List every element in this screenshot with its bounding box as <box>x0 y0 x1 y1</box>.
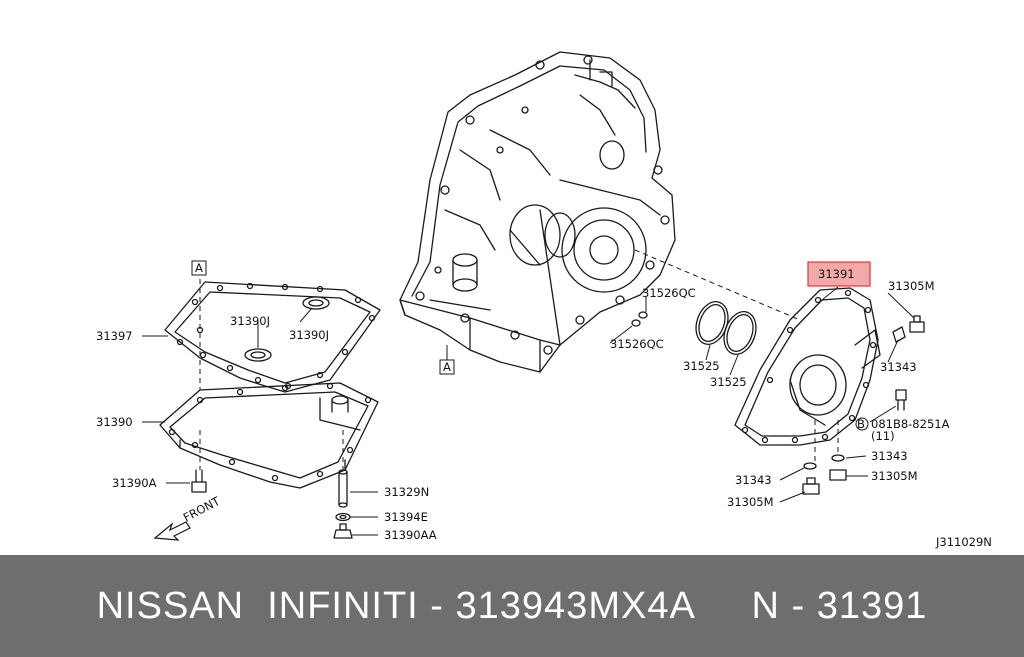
magnet-31390j-a <box>302 296 330 310</box>
label-31390a: 31390A <box>112 476 157 490</box>
transmission-case <box>399 51 676 373</box>
ref-label-a-top: A <box>195 261 203 275</box>
washer-31343-b <box>831 454 845 462</box>
label-31390aa: 31390AA <box>384 528 437 542</box>
label-31525-a: 31525 <box>683 359 720 373</box>
bolt-081b8 <box>895 389 907 411</box>
part-caption-bar: NISSAN INFINITI - 313943MX4A N - 31391 <box>0 555 1024 657</box>
label-31343-a: 31343 <box>880 360 917 374</box>
label-31397: 31397 <box>96 329 133 343</box>
label-31390j-a: 31390J <box>230 314 270 328</box>
ref-box-a-top <box>191 260 207 276</box>
plug-31305m-c <box>802 477 820 495</box>
label-31305m-a: 31305M <box>888 279 935 293</box>
label-31526qc-a: 31526QC <box>642 286 696 300</box>
washer-31394e <box>335 512 351 522</box>
leader-lines <box>142 286 915 536</box>
o-ring-31526qc-b <box>631 319 641 327</box>
bolt-31390a <box>191 469 207 493</box>
label-31343-c: 31343 <box>735 473 772 487</box>
washer-31343-c <box>803 462 817 470</box>
o-ring-31526qc-a <box>638 311 648 319</box>
label-31525-b: 31525 <box>710 375 747 389</box>
label-31390j-b: 31390J <box>289 328 329 342</box>
label-31526qc-b: 31526QC <box>610 337 664 351</box>
label-31329n: 31329N <box>384 485 429 499</box>
parts-diagram: 31397 31390 31390A 31390J 31390J 31329N … <box>96 51 992 549</box>
oil-pan-gasket <box>164 281 381 393</box>
plug-31305m-b <box>829 469 847 481</box>
plug-31305m-a <box>909 315 925 333</box>
label-081b8: 081B8-8251A <box>871 417 950 431</box>
exploded-view-drawing: 31397 31390 31390A 31390J 31390J 31329N … <box>96 51 992 549</box>
b-circle-icon <box>855 417 869 431</box>
diagram-code: J311029N <box>935 535 992 549</box>
label-081b8-qty: (11) <box>871 429 895 443</box>
label-31343-b: 31343 <box>871 449 908 463</box>
label-b-circle: B <box>857 417 865 431</box>
ref-label-a-main: A <box>443 360 451 374</box>
label-31305m-c: 31305M <box>727 495 774 509</box>
front-arrow-icon <box>153 521 191 541</box>
assembly-lines <box>199 249 839 470</box>
drain-plug-31390aa <box>333 523 353 539</box>
tube-31329n <box>338 469 348 508</box>
highlight-box-31391 <box>807 261 871 287</box>
label-31391: 31391 <box>818 267 855 281</box>
label-31390: 31390 <box>96 415 133 429</box>
seal-ring-31525-b <box>723 311 757 355</box>
label-31394e: 31394E <box>384 510 428 524</box>
side-cover-31391 <box>734 287 881 446</box>
label-31305m-b: 31305M <box>871 469 918 483</box>
label-front: FRONT <box>181 493 223 524</box>
washer-31343-a <box>892 326 906 343</box>
oil-pan <box>159 382 379 489</box>
magnet-31390j-b <box>244 348 272 362</box>
part-caption: NISSAN INFINITI - 313943MX4A N - 31391 <box>96 584 928 627</box>
